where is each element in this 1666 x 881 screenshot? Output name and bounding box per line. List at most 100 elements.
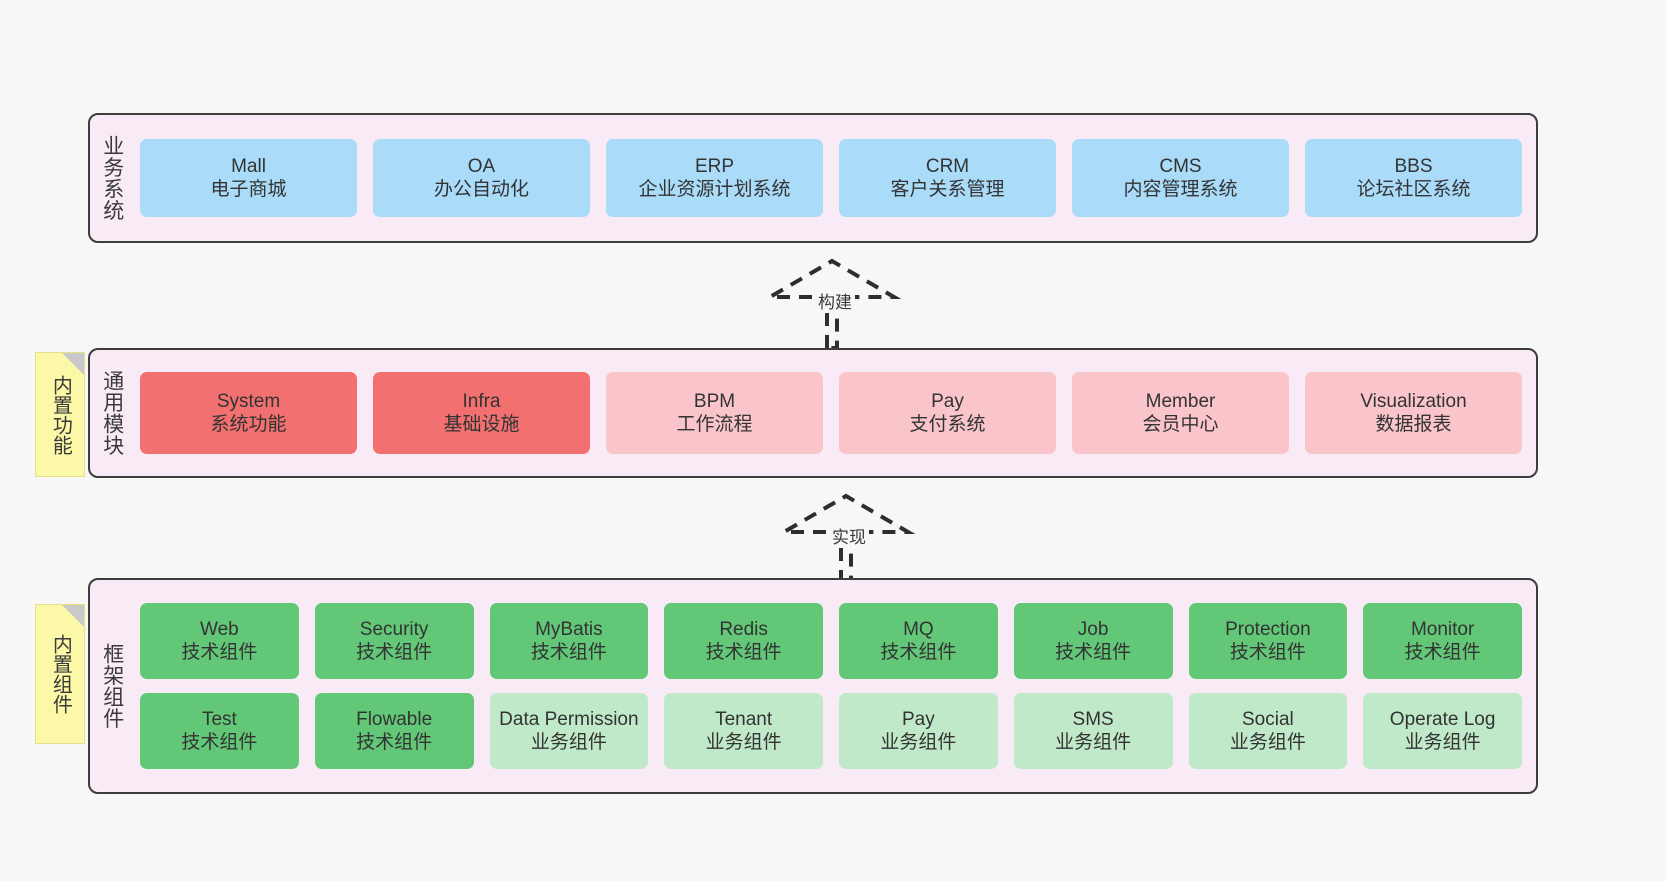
card-subtitle: 技术组件 — [1055, 642, 1132, 663]
card-subtitle: 技术组件 — [356, 642, 433, 663]
card-title: Operate Log — [1389, 708, 1496, 730]
card-title: System — [216, 390, 281, 412]
layer-title-business-system: 业务系统 — [100, 135, 124, 221]
arrow-implement-label: 实现 — [829, 523, 869, 548]
card-subtitle: 会员中心 — [1142, 414, 1219, 435]
card-subtitle: 基础设施 — [443, 414, 520, 435]
card-security[interactable]: Security 技术组件 — [314, 603, 474, 679]
arrow-implement: 实现 — [766, 490, 926, 585]
card-monitor[interactable]: Monitor 技术组件 — [1363, 603, 1522, 679]
card-erp[interactable]: ERP 企业资源计划系统 — [606, 139, 823, 217]
card-title: MyBatis — [535, 618, 603, 640]
card-subtitle: 业务组件 — [530, 732, 607, 753]
card-title: Infra — [462, 390, 501, 412]
card-subtitle: 业务组件 — [1055, 732, 1132, 753]
card-title: BPM — [693, 390, 736, 412]
card-bbs[interactable]: BBS 论坛社区系统 — [1305, 139, 1522, 217]
card-infra[interactable]: Infra 基础设施 — [373, 372, 590, 454]
card-subtitle: 技术组件 — [181, 642, 258, 663]
layer-framework-component: 框架组件 Web 技术组件 Security 技术组件 MyBatis 技术组件… — [88, 578, 1538, 794]
arrow-build-label: 构建 — [815, 288, 855, 313]
card-title: Member — [1145, 390, 1216, 412]
card-title: Visualization — [1360, 390, 1467, 412]
layer-title-framework-component: 框架组件 — [100, 643, 124, 729]
note-fold-corner-icon — [62, 605, 84, 627]
card-subtitle: 办公自动化 — [433, 179, 529, 200]
framework-row-tech: Web 技术组件 Security 技术组件 MyBatis 技术组件 Redi… — [140, 603, 1522, 679]
card-subtitle: 工作流程 — [676, 414, 753, 435]
card-title: Security — [359, 618, 429, 640]
card-visualization[interactable]: Visualization 数据报表 — [1305, 372, 1522, 454]
card-oa[interactable]: OA 办公自动化 — [373, 139, 590, 217]
note-fold-corner-icon — [62, 353, 84, 375]
card-crm[interactable]: CRM 客户关系管理 — [839, 139, 1056, 217]
card-protection[interactable]: Protection 技术组件 — [1188, 603, 1348, 679]
card-title: Pay — [902, 708, 935, 730]
card-subtitle: 技术组件 — [1229, 642, 1306, 663]
note-builtin-component: 内置组件 — [35, 604, 85, 744]
card-sms[interactable]: SMS 业务组件 — [1013, 693, 1173, 769]
layer-body-framework-component: Web 技术组件 Security 技术组件 MyBatis 技术组件 Redi… — [134, 580, 1536, 792]
card-title: Redis — [719, 618, 768, 640]
layer-common-module: 通用模块 System 系统功能 Infra 基础设施 BPM 工作流程 Pay… — [88, 348, 1538, 478]
card-subtitle: 技术组件 — [530, 642, 607, 663]
card-job[interactable]: Job 技术组件 — [1013, 603, 1173, 679]
note-builtin-function-label: 内置功能 — [49, 374, 72, 455]
card-pay-module[interactable]: Pay 支付系统 — [839, 372, 1056, 454]
card-subtitle: 技术组件 — [181, 732, 258, 753]
arrow-build: 构建 — [752, 255, 912, 350]
card-member[interactable]: Member 会员中心 — [1072, 372, 1289, 454]
card-title: BBS — [1394, 155, 1433, 177]
card-subtitle: 技术组件 — [1404, 642, 1481, 663]
card-subtitle: 技术组件 — [356, 732, 433, 753]
card-bpm[interactable]: BPM 工作流程 — [606, 372, 823, 454]
card-subtitle: 支付系统 — [909, 414, 986, 435]
card-pay-component[interactable]: Pay 业务组件 — [839, 693, 998, 769]
card-subtitle: 内容管理系统 — [1123, 179, 1238, 200]
card-web[interactable]: Web 技术组件 — [140, 603, 299, 679]
card-title: Test — [201, 708, 237, 730]
card-subtitle: 业务组件 — [1404, 732, 1481, 753]
card-title: Pay — [931, 390, 964, 412]
card-social[interactable]: Social 业务组件 — [1188, 693, 1348, 769]
card-cms[interactable]: CMS 内容管理系统 — [1072, 139, 1289, 217]
card-subtitle: 业务组件 — [880, 732, 957, 753]
card-subtitle: 论坛社区系统 — [1356, 179, 1471, 200]
card-title: Web — [200, 618, 239, 640]
card-subtitle: 客户关系管理 — [890, 179, 1005, 200]
card-title: ERP — [694, 155, 735, 177]
card-redis[interactable]: Redis 技术组件 — [664, 603, 823, 679]
card-operate-log[interactable]: Operate Log 业务组件 — [1363, 693, 1522, 769]
note-builtin-function: 内置功能 — [35, 352, 85, 477]
card-subtitle: 系统功能 — [210, 414, 287, 435]
card-title: Mall — [231, 155, 266, 177]
card-data-permission[interactable]: Data Permission 业务组件 — [489, 693, 649, 769]
card-test[interactable]: Test 技术组件 — [140, 693, 299, 769]
card-title: Monitor — [1410, 618, 1475, 640]
card-title: Tenant — [715, 708, 773, 730]
card-subtitle: 电子商城 — [210, 179, 287, 200]
card-subtitle: 技术组件 — [705, 642, 782, 663]
layer-body-business-system: Mall 电子商城 OA 办公自动化 ERP 企业资源计划系统 CRM 客户关系… — [134, 115, 1536, 241]
card-title: SMS — [1072, 708, 1114, 730]
layer-title-common-module: 通用模块 — [100, 370, 124, 456]
card-subtitle: 数据报表 — [1375, 414, 1452, 435]
card-title: Protection — [1225, 618, 1311, 640]
card-title: Social — [1242, 708, 1294, 730]
card-subtitle: 企业资源计划系统 — [638, 179, 791, 200]
card-title: Data Permission — [499, 708, 639, 730]
layer-body-common-module: System 系统功能 Infra 基础设施 BPM 工作流程 Pay 支付系统… — [134, 350, 1536, 476]
card-flowable[interactable]: Flowable 技术组件 — [314, 693, 474, 769]
card-subtitle: 业务组件 — [705, 732, 782, 753]
card-title: Flowable — [356, 708, 433, 730]
card-mybatis[interactable]: MyBatis 技术组件 — [489, 603, 649, 679]
card-mq[interactable]: MQ 技术组件 — [839, 603, 998, 679]
card-tenant[interactable]: Tenant 业务组件 — [664, 693, 823, 769]
note-builtin-component-label: 内置组件 — [49, 634, 72, 714]
card-system[interactable]: System 系统功能 — [140, 372, 357, 454]
card-mall[interactable]: Mall 电子商城 — [140, 139, 357, 217]
card-title: CRM — [925, 155, 970, 177]
card-title: CMS — [1159, 155, 1202, 177]
layer-business-system: 业务系统 Mall 电子商城 OA 办公自动化 ERP 企业资源计划系统 CRM… — [88, 113, 1538, 243]
